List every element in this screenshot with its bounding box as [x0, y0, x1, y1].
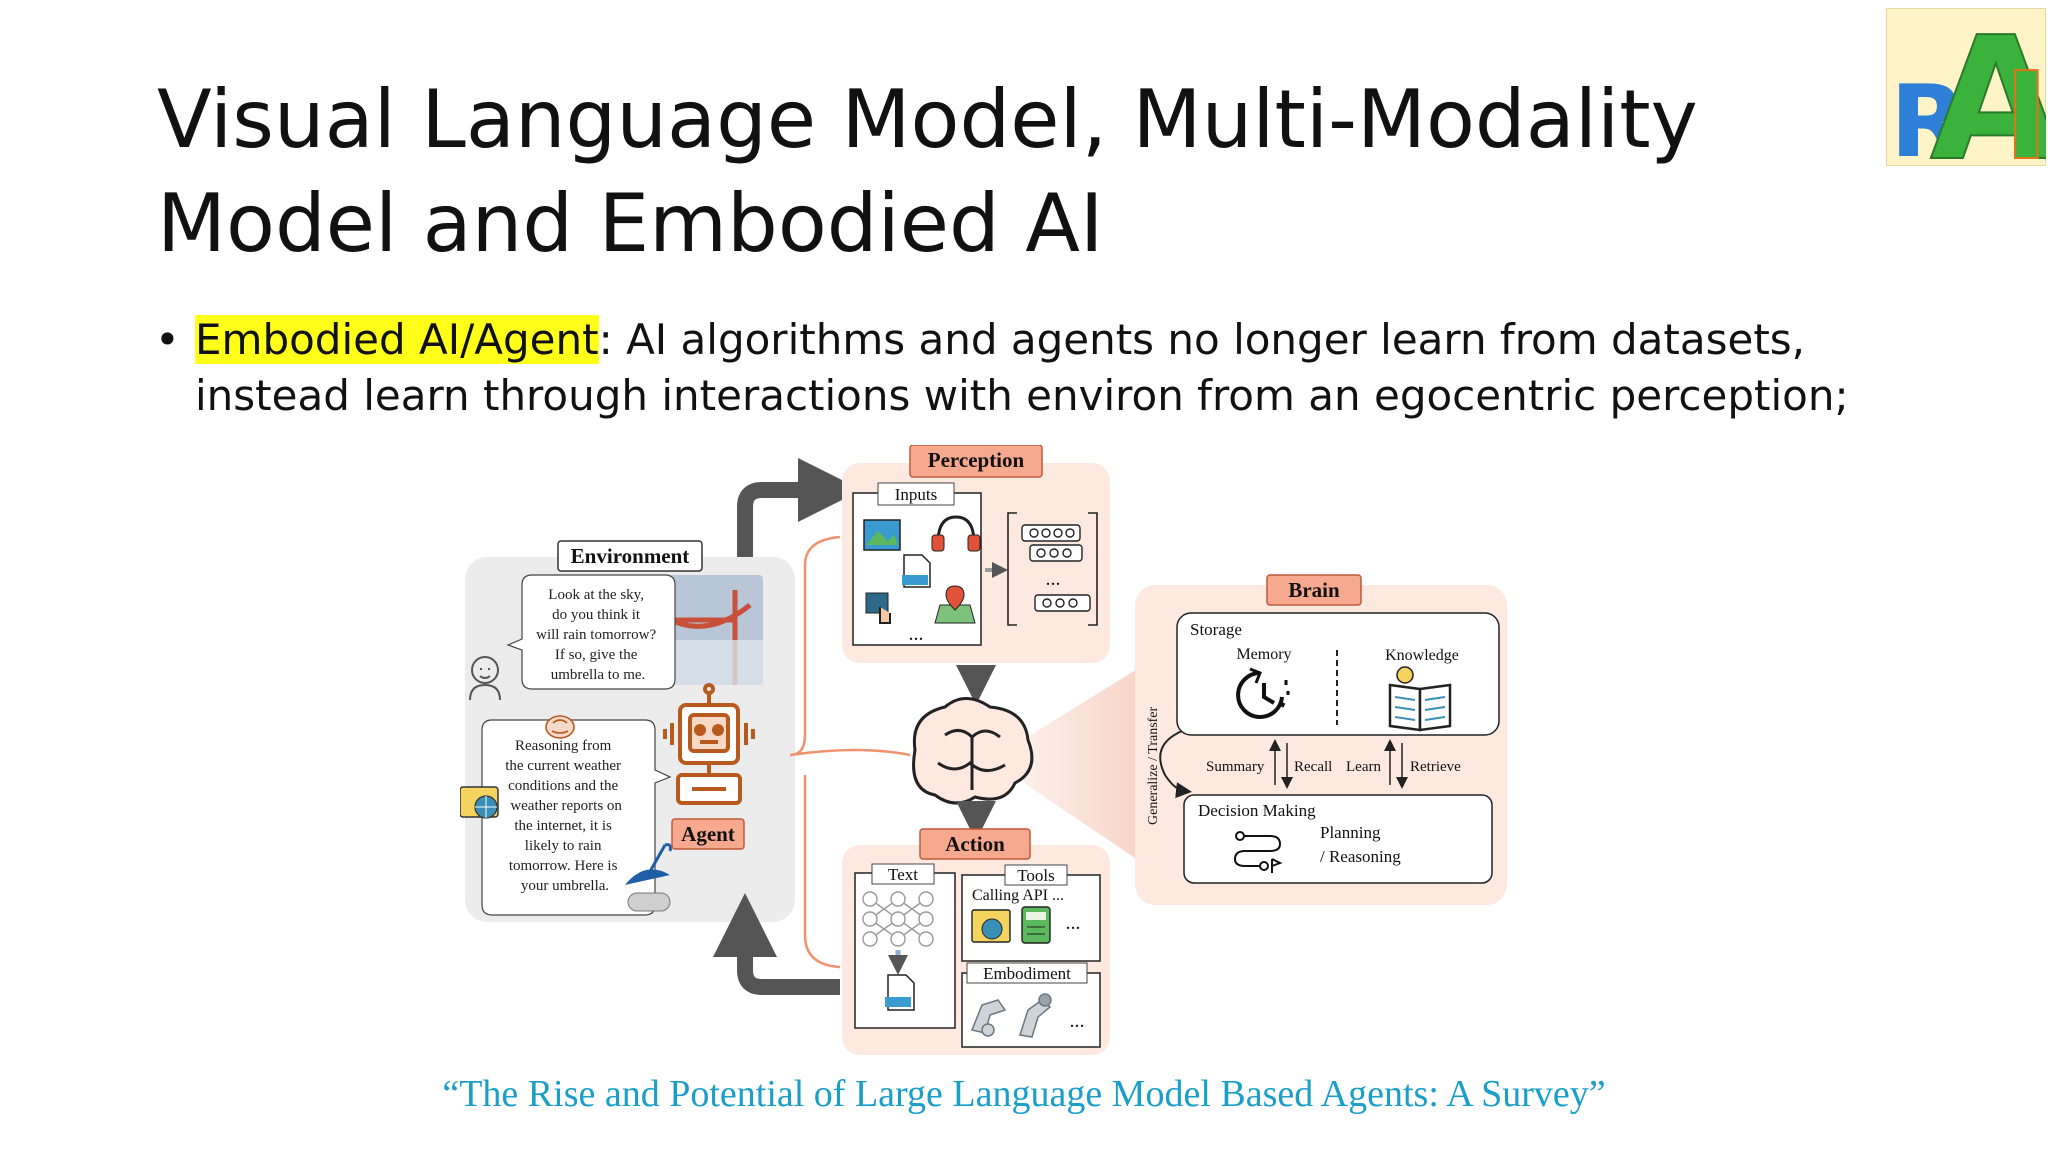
perception-tag [909, 445, 1043, 478]
brain-label: Brain [1288, 578, 1340, 602]
perception-label: Perception [928, 448, 1025, 472]
generalize-arrow [1159, 730, 1192, 799]
svg-text:R: R [1890, 63, 1967, 166]
action-label: Action [945, 832, 1005, 856]
answer-text: Reasoning from the current weather condi… [505, 738, 625, 894]
retrieve-label: Retrieve [1410, 759, 1461, 775]
summary-label: Summary [1206, 759, 1265, 775]
arrow-env-to-perception [737, 458, 862, 557]
neural-network-icon [862, 891, 934, 947]
memory-label: Memory [1236, 646, 1291, 663]
answer-bubble [481, 719, 672, 916]
decision-label: Decision Making [1198, 801, 1316, 820]
learn-label: Learn [1346, 759, 1381, 775]
planning-label: Planning [1320, 823, 1381, 842]
token-bracket-left [1007, 512, 1017, 626]
embodiment-label: Embodiment [983, 964, 1071, 983]
planning-path-icon [1233, 831, 1283, 873]
brain-small-icon [545, 715, 575, 739]
agent-label: Agent [681, 822, 735, 846]
robot-icon [663, 683, 755, 805]
action-tag [919, 828, 1031, 860]
text-output-tag [871, 863, 935, 885]
slide-title: Visual Language Model, Multi-Modality Mo… [157, 68, 1757, 276]
robot-arm-icon [970, 993, 1052, 1038]
tools-ellipsis: ... [1066, 912, 1081, 934]
text-file-icon [902, 554, 931, 588]
storage-label: Storage [1190, 620, 1242, 639]
highlighted-term: Embodied AI/Agent [195, 315, 599, 364]
agent-connector [789, 535, 911, 969]
token-bracket-right [1088, 512, 1098, 626]
environment-label: Environment [571, 544, 690, 568]
generalize-label: Generalize / Transfer [1146, 706, 1161, 825]
decision-box [1183, 794, 1493, 884]
location-icon [934, 585, 976, 624]
calculator-icon [1021, 906, 1051, 944]
human-icon [469, 656, 501, 701]
bullet-dot: • [155, 315, 180, 364]
knowledge-label: Knowledge [1385, 647, 1459, 664]
image-icon [863, 519, 901, 551]
question-bubble [506, 574, 676, 690]
embodiment-tag [966, 962, 1088, 984]
brain-icon [912, 697, 1034, 805]
output-text-file-icon [885, 974, 915, 1011]
question-text: Look at the sky, do you think it will ra… [536, 587, 660, 683]
inputs-ellipsis: ... [909, 623, 924, 645]
brain-tag [1266, 574, 1362, 606]
bullet-text-1: : AI algorithms and agents no longer lea… [598, 315, 1806, 364]
tools-label: Tools [1017, 866, 1055, 885]
calling-api-label: Calling API ... [972, 887, 1064, 904]
memory-icon [1236, 667, 1290, 719]
reasoning-label: / Reasoning [1320, 847, 1401, 866]
svg-text:A: A [1930, 8, 2046, 166]
agent-framework-diagram: Environment Look at the sky, do you thin… [460, 445, 1507, 1055]
title-line-1: Visual Language Model, Multi-Modality [157, 73, 1698, 166]
bullet-text-2: instead learn through interactions with … [195, 371, 1849, 420]
agent-tag [671, 818, 745, 850]
umbrella-icon [625, 843, 672, 912]
audio-icon [931, 515, 981, 552]
browser-tool-icon [971, 909, 1011, 943]
touch-icon [865, 592, 891, 624]
tools-tag [1004, 864, 1068, 886]
token-rows [1021, 524, 1091, 612]
paper-citation: “The Rise and Potential of Large Languag… [442, 1073, 1606, 1115]
inputs-label: Inputs [895, 485, 938, 504]
knowledge-book-icon [1388, 666, 1452, 732]
arrow-action-to-env [713, 893, 840, 995]
title-line-2: Model and Embodied AI [157, 177, 1104, 270]
brain-beam [990, 655, 1160, 875]
svg-text:I: I [2004, 48, 2046, 166]
text-output-label: Text [888, 865, 918, 884]
embodiment-ellipsis: ... [1070, 1010, 1085, 1032]
rai-logo: R A I [1886, 8, 2046, 166]
recall-label: Recall [1294, 759, 1332, 775]
token-ellipsis: ... [1046, 568, 1061, 590]
environment-tag [557, 540, 703, 572]
web-browser-icon [460, 786, 499, 819]
inputs-tag [877, 482, 955, 506]
